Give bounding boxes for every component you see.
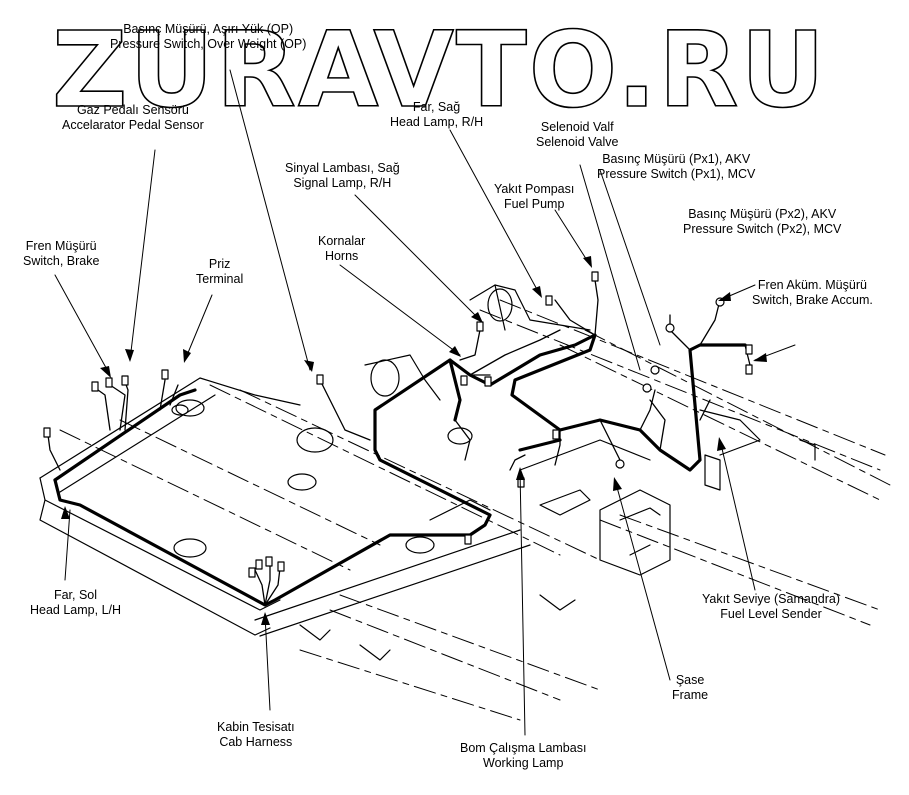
label-fuel-pump: Yakıt Pompası Fuel Pump	[494, 182, 574, 212]
branch-wires	[47, 279, 751, 606]
label-px2-switch: Basınç Müşürü (Px2), AKV Pressure Switch…	[683, 207, 841, 237]
frame-body-right	[296, 284, 816, 661]
watermark: ZURAVTO.RU	[52, 8, 827, 116]
arrow-heads	[61, 256, 767, 625]
label-accel-sensor: Gaz Pedalı Sensörü Accelarator Pedal Sen…	[62, 103, 204, 133]
label-head-lamp-rh-tr: Far, Sağ	[412, 100, 461, 114]
watermark-text: ZURAVTO.RU	[52, 9, 827, 116]
label-op-switch-en: Pressure Switch, Over Weight (OP)	[110, 37, 307, 51]
label-fuel-level: Yakıt Seviye (Samandra) Fuel Level Sende…	[702, 592, 840, 622]
label-working-lamp: Bom Çalışma Lambası Working Lamp	[460, 741, 586, 771]
label-signal-lamp-rh: Sinyal Lambası, Sağ Signal Lamp, R/H	[285, 161, 400, 191]
label-px2-switch-en: Pressure Switch (Px2), MCV	[683, 222, 842, 236]
label-brake-switch-tr: Fren Müşürü	[25, 239, 97, 253]
label-px1-switch-tr: Basınç Müşürü (Px1), AKV	[602, 152, 751, 166]
label-working-lamp-tr: Bom Çalışma Lambası	[460, 741, 587, 755]
label-solenoid-valve-en: Selenoid Valve	[536, 135, 619, 149]
frame-dashed-lines	[59, 299, 891, 721]
label-fuel-level-en: Fuel Level Sender	[720, 607, 822, 621]
label-terminal-en: Terminal	[196, 272, 244, 286]
label-cab-harness-tr: Kabin Tesisatı	[217, 720, 295, 734]
label-signal-lamp-rh-en: Signal Lamp, R/H	[293, 176, 392, 190]
label-frame-tr: Şase	[675, 673, 705, 687]
connectors	[43, 271, 753, 578]
label-frame: Şase Frame	[672, 673, 708, 703]
label-terminal-tr: Priz	[208, 257, 231, 271]
label-head-lamp-rh: Far, Sağ Head Lamp, R/H	[390, 100, 483, 130]
label-cab-harness: Kabin Tesisatı Cab Harness	[217, 720, 295, 750]
label-signal-lamp-rh-tr: Sinyal Lambası, Sağ	[285, 161, 400, 175]
label-accel-sensor-tr: Gaz Pedalı Sensörü	[76, 103, 189, 117]
label-solenoid-valve: Selenoid Valf Selenoid Valve	[536, 120, 618, 150]
label-cab-harness-en: Cab Harness	[219, 735, 293, 749]
label-head-lamp-rh-en: Head Lamp, R/H	[390, 115, 484, 129]
label-accel-sensor-en: Accelarator Pedal Sensor	[62, 118, 204, 132]
main-harness	[53, 333, 747, 607]
label-px1-switch: Basınç Müşürü (Px1), AKV Pressure Switch…	[597, 152, 755, 182]
label-brake-accum-en: Switch, Brake Accum.	[752, 293, 873, 307]
label-px1-switch-en: Pressure Switch (Px1), MCV	[597, 167, 756, 181]
label-brake-switch-en: Switch, Brake	[23, 254, 100, 268]
label-fuel-pump-tr: Yakıt Pompası	[494, 182, 575, 196]
label-brake-switch: Fren Müşürü Switch, Brake	[23, 239, 99, 269]
label-head-lamp-lh: Far, Sol Head Lamp, L/H	[30, 588, 121, 618]
label-frame-en: Frame	[672, 688, 709, 702]
label-horns-tr: Kornalar	[318, 234, 366, 248]
label-working-lamp-en: Working Lamp	[483, 756, 564, 770]
label-horns: Kornalar Horns	[318, 234, 365, 264]
label-px2-switch-tr: Basınç Müşürü (Px2), AKV	[688, 207, 837, 221]
label-head-lamp-lh-tr: Far, Sol	[53, 588, 98, 602]
label-op-switch-tr: Basınç Müşürü, Aşırı Yük (OP)	[123, 22, 294, 36]
label-brake-accum-tr: Fren Aküm. Müşürü	[757, 278, 867, 292]
label-op-switch: Basınç Müşürü, Aşırı Yük (OP) Pressure S…	[110, 22, 306, 52]
label-brake-accum: Fren Aküm. Müşürü Switch, Brake Accum.	[752, 278, 873, 308]
label-solenoid-valve-tr: Selenoid Valf	[540, 120, 614, 134]
label-horns-en: Horns	[324, 249, 359, 263]
label-fuel-level-tr: Yakıt Seviye (Samandra)	[702, 592, 841, 606]
label-fuel-pump-en: Fuel Pump	[503, 197, 565, 211]
label-head-lamp-lh-en: Head Lamp, L/H	[30, 603, 122, 617]
label-terminal: Priz Terminal	[196, 257, 243, 287]
